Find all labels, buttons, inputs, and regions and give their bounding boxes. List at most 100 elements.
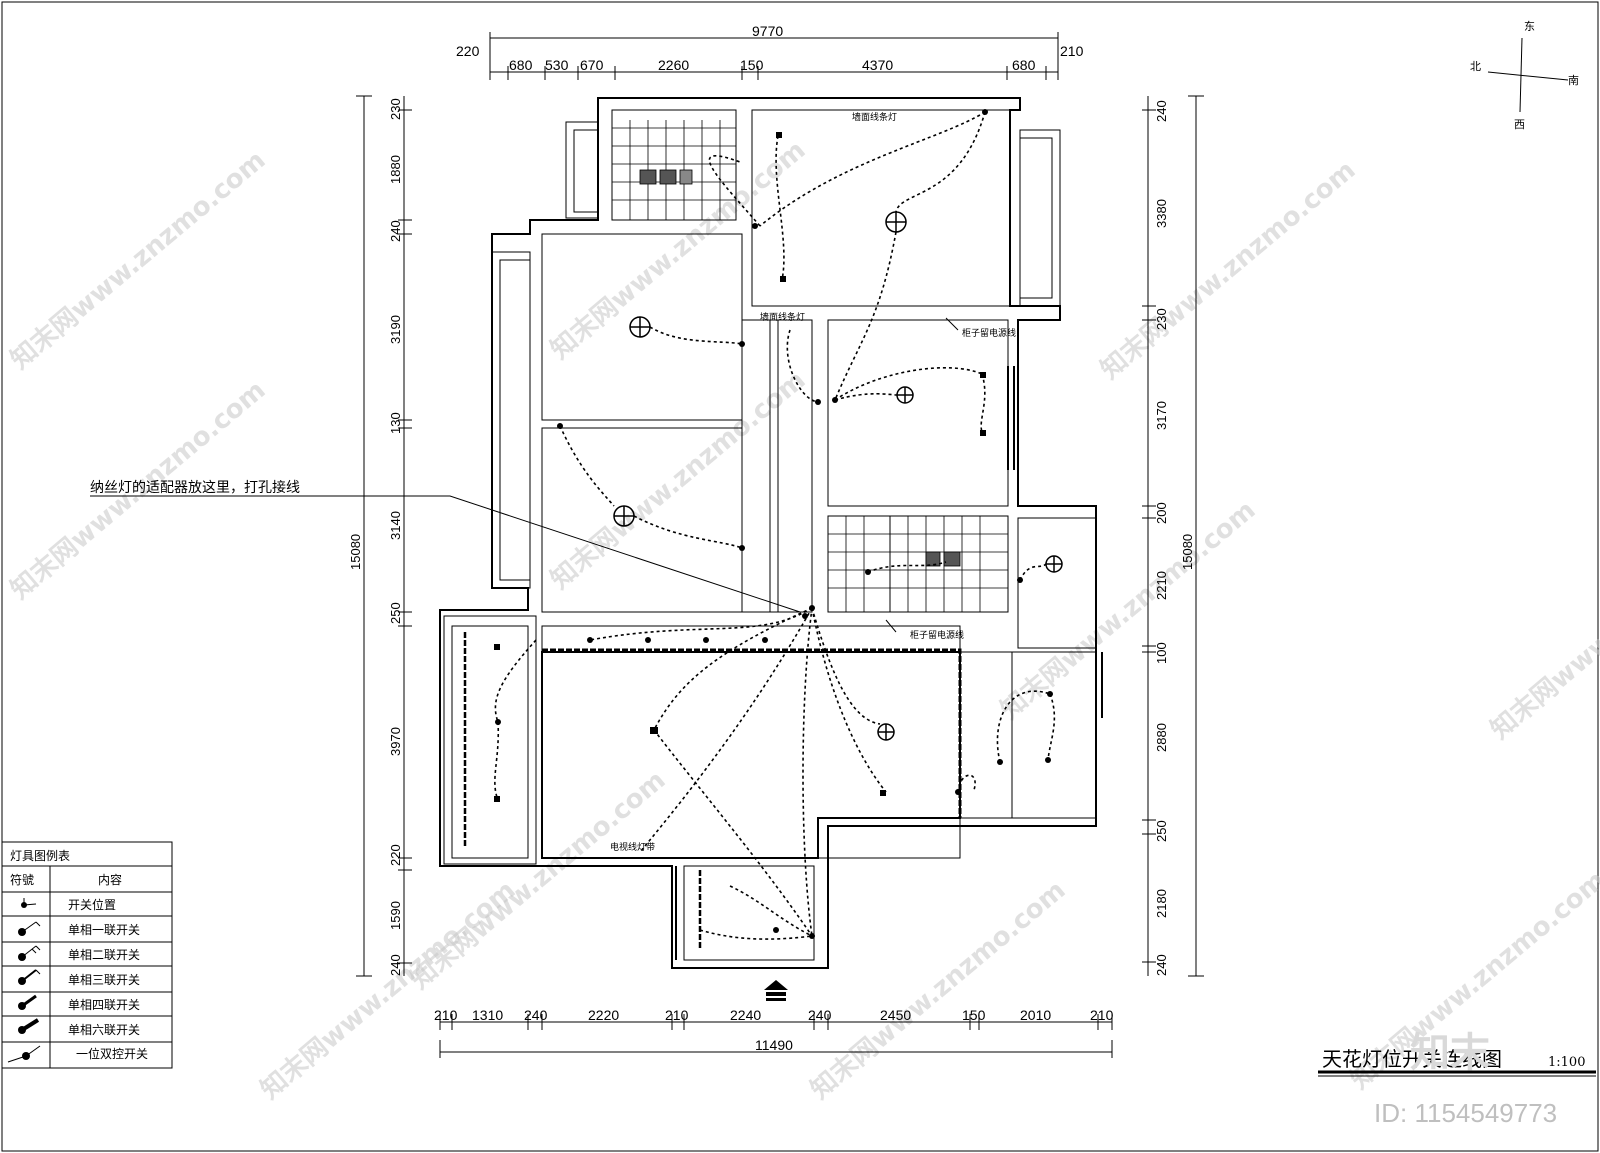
dim-left-4: 130 xyxy=(388,412,403,434)
four-gang-switch-icon xyxy=(18,994,37,1010)
dim-top-0: 220 xyxy=(456,43,480,59)
dim-bottom-10: 210 xyxy=(1090,1007,1114,1023)
dim-right-0: 240 xyxy=(1154,100,1169,122)
kitchen-tiles xyxy=(612,120,736,220)
switch-icon xyxy=(780,276,786,282)
watermark-text: 知末网www.znzmo.com xyxy=(545,365,811,595)
switch-icon xyxy=(650,727,658,734)
compass-south: 南 xyxy=(1568,74,1579,87)
dim-top-4: 2260 xyxy=(658,57,689,73)
two-way-switch-icon xyxy=(7,1045,41,1063)
top-dimension-chain: 9770 220 680 530 670 2260 150 4370 680 2… xyxy=(456,23,1084,80)
dim-right-4: 200 xyxy=(1154,502,1169,524)
compass-west: 西 xyxy=(1514,118,1525,131)
compass-north: 北 xyxy=(1470,60,1481,73)
left-dimension-chain: 15080 230 1880 240 3190 130 3140 250 397… xyxy=(348,95,412,977)
watermark-text: 知末网www.znzmo.com xyxy=(1485,515,1600,745)
dim-top-1: 680 xyxy=(509,57,533,73)
living-led-strip xyxy=(542,648,962,818)
dim-right-6: 100 xyxy=(1154,642,1169,664)
dim-bottom-7: 2450 xyxy=(880,1007,911,1023)
dim-bottom-0: 210 xyxy=(434,1007,458,1023)
dim-right-1: 3380 xyxy=(1154,199,1169,228)
label-wall-light-strip: 墙面线条灯 xyxy=(852,111,897,123)
south-balcony xyxy=(683,865,815,961)
dim-left-total: 15080 xyxy=(348,534,363,570)
dim-top-8: 210 xyxy=(1060,43,1084,59)
dim-bottom-1: 1310 xyxy=(472,1007,503,1023)
balcony-laundry xyxy=(1017,517,1097,649)
annotation-leader-line xyxy=(90,495,801,613)
three-gang-switch-icon xyxy=(18,969,41,985)
floor-plan-walls xyxy=(439,97,1103,969)
dim-bottom-total: 11490 xyxy=(755,1037,793,1053)
dim-left-6: 250 xyxy=(388,602,403,624)
adapter-annotation: 纳丝灯的适配器放这里，打孔接线 xyxy=(90,479,300,496)
watermark-text: 知末网www.znzmo.com xyxy=(1095,155,1361,385)
dim-left-9: 1590 xyxy=(388,901,403,930)
switch-icon xyxy=(776,132,782,138)
dim-left-0: 230 xyxy=(388,98,403,120)
corridor xyxy=(741,319,813,613)
switch-icon xyxy=(494,796,500,802)
legend-row-2: 单相二联开关 xyxy=(68,948,140,962)
dim-bottom-4: 210 xyxy=(665,1007,689,1023)
compass-east: 东 xyxy=(1524,20,1535,33)
dim-left-1: 1880 xyxy=(388,155,403,184)
dim-bottom-6: 240 xyxy=(808,1007,832,1023)
watermark-text: 知末网www.znzmo.com xyxy=(545,135,811,365)
legend-row-6: 一位双控开关 xyxy=(76,1046,148,1061)
dim-left-7: 3970 xyxy=(388,727,403,756)
legend-row-3: 单相三联开关 xyxy=(68,973,140,987)
single-gang-switch-icon xyxy=(18,921,41,936)
ceiling-light-icon xyxy=(613,505,635,527)
legend-row-1: 单相一联开关 xyxy=(68,923,140,937)
ceiling-light-icon xyxy=(629,316,651,338)
entrance-arrow-icon xyxy=(764,980,788,1001)
wiring-layer xyxy=(494,111,1056,940)
switch-icon xyxy=(980,430,986,436)
dim-right-10: 240 xyxy=(1154,954,1169,976)
brand-watermark: 知末 xyxy=(1410,1030,1490,1076)
dim-top-3: 670 xyxy=(580,57,604,73)
watermark-text: 知末网www.znzmo.com xyxy=(805,875,1071,1105)
ceiling-light-icon xyxy=(896,386,914,404)
label-wall-strip-small: 墙面线条灯 xyxy=(760,311,805,323)
legend-table: 灯具图例表 符號 内容 开关位置 单相一联开关 单相二联开关 单相三联开关 单相… xyxy=(1,841,173,1069)
switch-icon xyxy=(494,644,500,650)
title-block: 天花灯位开关连线图 1:100 xyxy=(1318,1047,1596,1077)
dim-right-7: 2880 xyxy=(1154,723,1169,752)
bottom-dimension-chain: 210 1310 240 2220 210 2240 240 2450 150 … xyxy=(434,1007,1114,1058)
switch-icon xyxy=(980,372,986,378)
dim-right-3: 3170 xyxy=(1154,401,1169,430)
dim-top-2: 530 xyxy=(545,57,569,73)
six-gang-switch-icon xyxy=(18,1018,40,1034)
dim-left-10: 240 xyxy=(388,954,403,976)
west-balcony xyxy=(451,625,529,859)
watermark-text: 知末网www.znzmo.com xyxy=(5,145,271,375)
dim-bottom-3: 2220 xyxy=(588,1007,619,1023)
dim-top-total: 9770 xyxy=(752,23,783,39)
two-gang-switch-icon xyxy=(18,945,41,961)
dim-top-6: 4370 xyxy=(862,57,893,73)
dim-top-7: 680 xyxy=(1012,57,1036,73)
label-tv-light-strip: 电视线灯带 xyxy=(610,841,655,853)
bathroom-tiles xyxy=(828,516,1008,612)
dim-top-5: 150 xyxy=(740,57,764,73)
dim-right-total: 15080 xyxy=(1180,534,1195,570)
ceiling-light-icon xyxy=(1045,555,1063,573)
label-reserve-power-1: 柜子留电源线 xyxy=(962,327,1016,339)
legend-title: 灯具图例表 xyxy=(10,849,70,863)
label-reserve-power-2: 柜子留电源线 xyxy=(910,629,964,641)
dim-left-2: 240 xyxy=(388,220,403,242)
dim-right-5: 2210 xyxy=(1154,571,1169,600)
compass: 东 南 北 西 xyxy=(1470,20,1579,131)
dim-left-8: 220 xyxy=(388,844,403,866)
ceiling-light-icon xyxy=(877,723,895,741)
ceiling-light-icon xyxy=(885,211,907,233)
drawing-title: 天花灯位开关连线图 xyxy=(1322,1047,1502,1071)
legend-row-0: 开关位置 xyxy=(68,897,116,912)
master-bedroom xyxy=(751,109,1011,307)
legend-col-content: 内容 xyxy=(98,872,122,887)
